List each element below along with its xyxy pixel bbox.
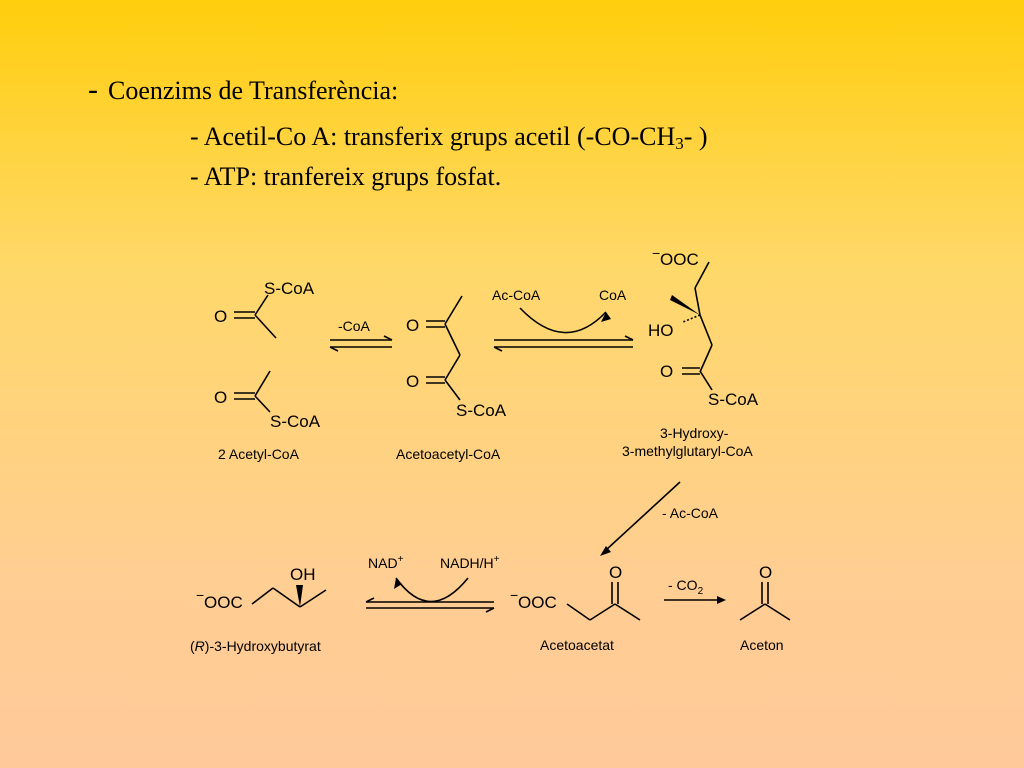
atom-ooc: OOC: [518, 593, 557, 612]
arrow-label-ac-coa: Ac-CoA: [492, 287, 541, 303]
atom-o: O: [609, 563, 622, 582]
subscript-3: 3: [675, 134, 684, 153]
hydroxybutyrat-molecule: − OOC OH: [196, 565, 327, 612]
heading-text: Coenzims de Transferència:: [108, 76, 399, 105]
atom-o: O: [759, 563, 772, 582]
atom-s-coa: S-CoA: [708, 390, 759, 409]
bullet-dash: -: [88, 73, 98, 106]
label-2-acetyl-coa: 2 Acetyl-CoA: [218, 446, 300, 462]
subpoint-acetyl-coa: - Acetil-Co A: transferix grups acetil (…: [190, 120, 708, 161]
atom-o: O: [660, 362, 673, 381]
atom-o: O: [214, 388, 227, 407]
subpoint-atp: - ATP: tranfereix grups fosfat.: [190, 162, 502, 191]
atom-oh: OH: [290, 565, 316, 584]
acetoacetat-molecule: − OOC O: [510, 563, 641, 621]
arrow-label-minus-coa: -CoA: [338, 318, 371, 334]
subpoint-acetyl-coa-pre: - Acetil-Co A: transferix grups acetil (…: [190, 122, 676, 151]
atom-s-coa: S-CoA: [270, 412, 321, 431]
charge-minus: −: [652, 245, 660, 261]
arrow-label-coa: CoA: [599, 287, 627, 303]
atom-s-coa: S-CoA: [456, 401, 507, 420]
equilibrium-arrow-1: -CoA: [329, 318, 393, 352]
label-r: R: [195, 638, 205, 654]
atom-ho: HO: [648, 321, 674, 340]
atom-ooc: OOC: [660, 250, 699, 269]
aceton-molecule: O: [739, 563, 791, 621]
label-aceton: Aceton: [740, 637, 784, 653]
atom-ooc: OOC: [204, 593, 243, 612]
label-hydroxybutyrat-rest: )-3-Hydroxybutyrat: [205, 638, 321, 654]
atom-o: O: [406, 316, 419, 335]
atom-o: O: [406, 372, 419, 391]
arrow-label-nadh: NADH/H+: [440, 554, 500, 571]
arrow-label-minus-co2: - CO2: [668, 577, 704, 597]
charge-minus: −: [510, 587, 518, 603]
arrow-label-minus-ac-coa: - Ac-CoA: [662, 505, 719, 521]
acetyl-coa-molecule-2: O S-CoA: [214, 370, 321, 431]
subpoint-acetyl-coa-post: - ): [683, 122, 708, 151]
atom-s-coa: S-CoA: [264, 279, 315, 298]
acetoacetyl-coa-molecule: O O S-CoA: [406, 295, 507, 420]
label-hmg-line1: 3-Hydroxy-: [660, 425, 729, 441]
equilibrium-arrow-2: Ac-CoA CoA: [492, 287, 634, 352]
arrow-minus-co2: - CO2: [664, 577, 726, 604]
label-paren-open: (: [190, 638, 195, 654]
acetyl-coa-molecule-1: O S-CoA: [214, 279, 315, 339]
hmg-coa-molecule: − OOC HO O S-CoA: [648, 245, 759, 409]
label-acetoacetat: Acetoacetat: [540, 637, 614, 653]
label-hydroxybutyrat: (R)-3-Hydroxybutyrat: [190, 638, 321, 654]
arrow-minus-ac-coa: - Ac-CoA: [600, 481, 719, 556]
slide-heading: -Coenzims de Transferència:: [88, 72, 398, 109]
arrow-label-nad: NAD+: [368, 554, 404, 571]
equilibrium-arrow-3: NAD+ NADH/H+: [365, 554, 500, 613]
charge-minus: −: [196, 587, 204, 603]
label-hmg-line2: 3-methylglutaryl-CoA: [622, 443, 753, 459]
label-acetoacetyl-coa: Acetoacetyl-CoA: [396, 446, 501, 462]
atom-o: O: [214, 307, 227, 326]
